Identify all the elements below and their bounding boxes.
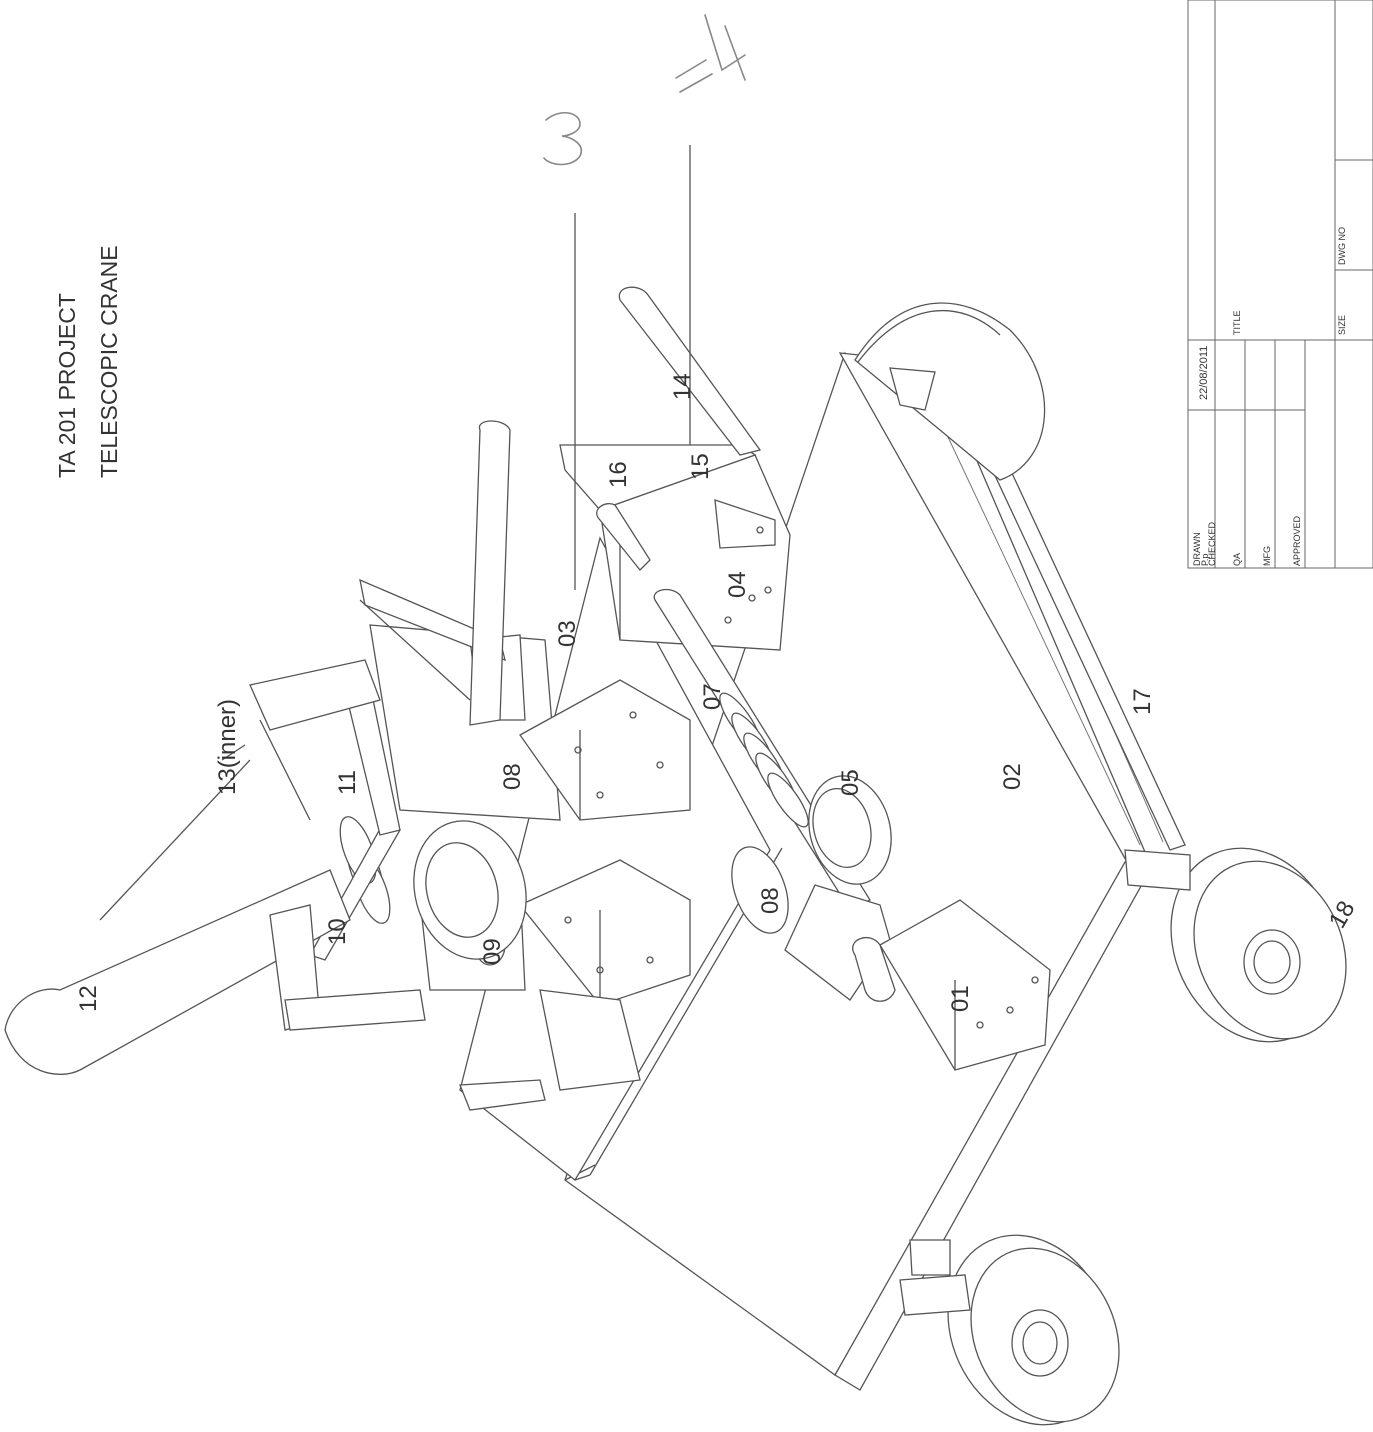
- label-07: 07: [699, 683, 726, 710]
- wheel-bottom-right: [1170, 847, 1347, 1043]
- label-05: 05: [837, 769, 864, 796]
- label-13-inner: 13(inner): [214, 699, 241, 795]
- label-10: 10: [324, 918, 351, 945]
- label-09: 09: [479, 938, 506, 965]
- tb-drawn-initials: P.p: [1200, 554, 1210, 566]
- tb-qa-label: QA: [1232, 553, 1242, 566]
- label-14: 14: [669, 373, 696, 400]
- tb-dwg-label: DWG NO: [1337, 227, 1347, 265]
- label-08a: 08: [499, 763, 526, 790]
- top-rod: [469, 420, 511, 726]
- label-11: 11: [334, 770, 361, 795]
- tb-date: 22/08/2011: [1198, 346, 1210, 400]
- label-17: 17: [1129, 688, 1156, 715]
- tb-mfg-label: MFG: [1262, 546, 1272, 566]
- bearing-06: [731, 846, 789, 934]
- label-03: 03: [554, 620, 581, 647]
- label-15: 15: [687, 453, 714, 480]
- label-04: 04: [724, 571, 751, 598]
- wheel-bottom-left: [947, 1234, 1120, 1426]
- gear-05: [808, 775, 892, 885]
- boom-12: [4, 869, 351, 1075]
- project-title: TA 201 PROJECT: [54, 293, 80, 478]
- tb-drawn-label: DRAWN: [1192, 532, 1202, 566]
- bracket-04-15-16: [559, 444, 791, 651]
- label-16: 16: [605, 461, 632, 488]
- handwritten-3: [543, 112, 582, 166]
- tb-checked-label: CHECKED: [1207, 521, 1217, 566]
- title-block: DRAWN P.p CHECKED 22/08/2011 TITLE QA MF…: [1187, 0, 1373, 569]
- label-02: 02: [999, 763, 1026, 790]
- handwritten-14: [675, 14, 746, 93]
- label-08b: 08: [757, 887, 784, 914]
- label-01: 01: [947, 985, 974, 1012]
- project-subtitle: TELESCOPIC CRANE: [96, 245, 122, 478]
- label-12: 12: [75, 985, 102, 1012]
- bracket-01: [784, 884, 1051, 1071]
- tb-size-label: SIZE: [1337, 315, 1347, 335]
- boom-13-inner: [249, 659, 381, 821]
- tb-title-label: TITLE: [1232, 310, 1242, 335]
- wheel-top-right: [854, 302, 1046, 481]
- tb-approved-label: APPROVED: [1292, 515, 1302, 566]
